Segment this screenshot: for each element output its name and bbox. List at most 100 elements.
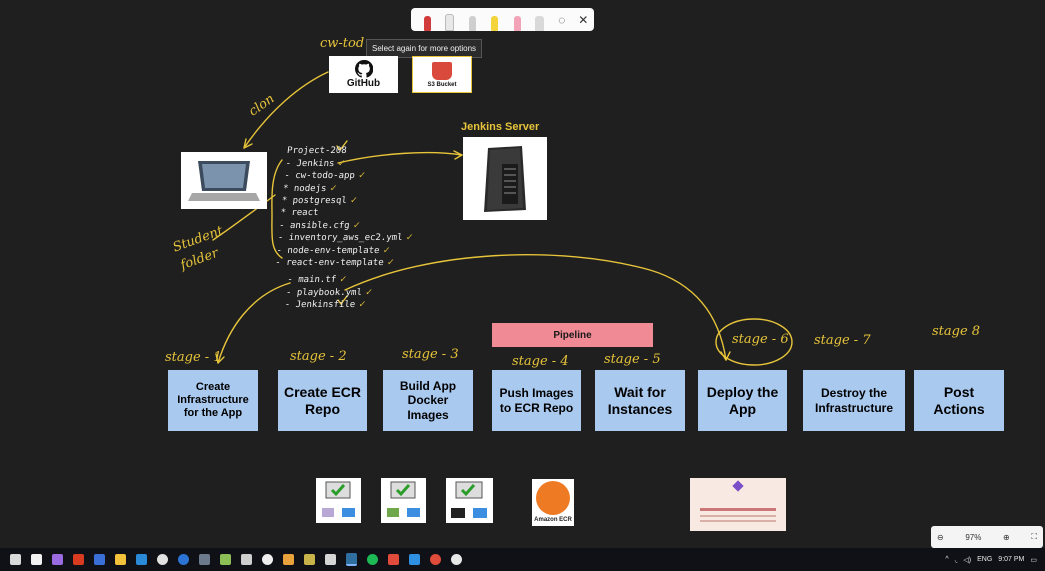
zoom-level: 97% bbox=[965, 532, 982, 542]
stage-label-6: stage - 6 bbox=[732, 332, 789, 347]
yellow-pen-icon[interactable] bbox=[484, 8, 507, 31]
docker-node-icon bbox=[451, 481, 487, 518]
bucket-icon bbox=[432, 61, 452, 80]
whiteboard-canvas[interactable]: ◌ ✕ Select again for more options cw-tod… bbox=[0, 0, 1045, 548]
pen-toolbar: ◌ ✕ bbox=[411, 8, 594, 31]
stage-label-8: stage 8 bbox=[932, 324, 981, 339]
folder-item: - inventory_aws_ec2.yml✓ bbox=[277, 232, 414, 244]
spotify-icon[interactable] bbox=[367, 554, 378, 565]
terminal-icon[interactable] bbox=[304, 554, 315, 565]
chrome-alt-icon[interactable] bbox=[451, 554, 462, 565]
stage-7-box[interactable]: Destroy the Infrastructure bbox=[803, 370, 905, 431]
chrome-icon[interactable] bbox=[157, 554, 168, 565]
laptop-icon bbox=[188, 160, 260, 201]
close-icon[interactable]: ✕ bbox=[578, 12, 589, 27]
todo-app-thumbnail bbox=[690, 478, 786, 531]
whiteboard-active-icon[interactable] bbox=[346, 553, 357, 566]
folder-item: - cw-todo-app✓ bbox=[283, 170, 366, 182]
github-label: GitHub bbox=[346, 78, 381, 89]
folder-item: - Jenkins✓ bbox=[285, 157, 346, 169]
mail-icon[interactable] bbox=[94, 554, 105, 565]
chevron-up-icon[interactable]: ^ bbox=[945, 556, 949, 563]
folder-item: - node-env-template✓ bbox=[275, 244, 391, 256]
docker-thumbnail-1 bbox=[316, 478, 361, 523]
white-pen-icon[interactable] bbox=[439, 8, 462, 31]
github-icon bbox=[354, 60, 373, 78]
whiteboard-icon[interactable] bbox=[325, 554, 336, 565]
folder-item: - react-env-template✓ bbox=[274, 257, 395, 269]
app-icon[interactable] bbox=[178, 554, 189, 565]
red-pen-icon[interactable] bbox=[416, 8, 439, 31]
office-icon[interactable] bbox=[73, 554, 84, 565]
volume-icon[interactable]: ◁) bbox=[963, 556, 972, 564]
system-tray: ^ ◟ ◁) ENG 9:07 PM ▭ bbox=[945, 548, 1045, 571]
git-icon[interactable] bbox=[241, 554, 252, 565]
stage-8-box[interactable]: Post Actions bbox=[914, 370, 1004, 431]
zoom-in-icon[interactable]: ⊕ bbox=[1003, 532, 1010, 542]
stage-label-4: stage - 4 bbox=[512, 354, 569, 369]
stage-3-box[interactable]: Build App Docker Images bbox=[383, 370, 473, 431]
app-logo-icon bbox=[732, 480, 744, 492]
stage-2-box[interactable]: Create ECR Repo bbox=[278, 370, 367, 431]
file-item: - playbook.yml✓ bbox=[285, 286, 373, 298]
docker-thumbnail-2 bbox=[381, 478, 426, 523]
node-icon[interactable] bbox=[283, 554, 294, 565]
virtualbox-icon[interactable] bbox=[199, 554, 210, 565]
language-indicator[interactable]: ENG bbox=[977, 556, 993, 563]
docker-thumbnail-3 bbox=[446, 478, 493, 523]
ecr-icon bbox=[536, 481, 570, 515]
zoom-control: ⊖ 97% ⊕ ⛶ bbox=[931, 526, 1043, 548]
stage-label-5: stage - 5 bbox=[604, 352, 661, 367]
clone-note: clon bbox=[246, 91, 278, 120]
start-icon[interactable] bbox=[10, 554, 21, 565]
fit-screen-icon[interactable]: ⛶ bbox=[1031, 532, 1037, 541]
zoom-out-icon[interactable]: ⊖ bbox=[937, 532, 944, 542]
laptop-image bbox=[181, 152, 267, 209]
pen-app-icon[interactable] bbox=[52, 554, 63, 565]
ecr-label: Amazon ECR bbox=[534, 517, 572, 523]
folder-item: * nodejs✓ bbox=[282, 182, 338, 194]
gray-pen-icon[interactable] bbox=[461, 8, 484, 31]
docker-node-icon bbox=[387, 481, 420, 517]
pdf-icon[interactable] bbox=[388, 554, 399, 565]
taskbar: ^ ◟ ◁) ENG 9:07 PM ▭ bbox=[0, 548, 1045, 571]
ink-strokes bbox=[212, 71, 793, 366]
sublime-icon[interactable] bbox=[262, 554, 273, 565]
cw-todo-note: cw-tod bbox=[320, 36, 365, 51]
stage-label-1: stage - 1 bbox=[165, 350, 222, 365]
s3-label: S3 Bucket bbox=[427, 81, 457, 88]
stage-label-7: stage - 7 bbox=[814, 333, 871, 348]
stage-4-box[interactable]: Push Images to ECR Repo bbox=[492, 370, 581, 431]
ecr-card: Amazon ECR bbox=[532, 479, 574, 526]
folder-item: - ansible.cfg✓ bbox=[278, 219, 361, 231]
jenkins-title: Jenkins Server bbox=[461, 121, 540, 133]
vscode-icon[interactable] bbox=[136, 554, 147, 565]
stage-label-2: stage - 2 bbox=[290, 349, 347, 364]
github-card[interactable]: GitHub bbox=[329, 56, 398, 93]
word-icon[interactable] bbox=[430, 554, 441, 565]
notification-icon[interactable]: ▭ bbox=[1030, 556, 1037, 564]
notepad-icon[interactable] bbox=[220, 554, 231, 565]
pink-highlighter-icon[interactable] bbox=[506, 8, 529, 31]
server-icon bbox=[484, 145, 526, 212]
project-folder-list: Project-208 - Jenkins✓ - cw-todo-app✓ * … bbox=[274, 146, 422, 270]
folder-item: Project-208 bbox=[286, 146, 348, 156]
files-icon[interactable] bbox=[31, 554, 42, 565]
folder-item: * react bbox=[279, 207, 319, 218]
lasso-icon[interactable]: ◌ bbox=[558, 12, 566, 27]
pipeline-banner: Pipeline bbox=[492, 323, 653, 347]
file-item: - Jenkinsfile✓ bbox=[284, 299, 366, 311]
stage-5-box[interactable]: Wait for Instances bbox=[595, 370, 685, 431]
pipeline-files-list: - main.tf✓ - playbook.yml✓ - Jenkinsfile… bbox=[284, 274, 374, 312]
eraser-icon[interactable] bbox=[529, 8, 552, 31]
stage-6-box[interactable]: Deploy the App bbox=[698, 370, 787, 431]
docker-node-icon bbox=[322, 481, 355, 517]
s3-card[interactable]: S3 Bucket bbox=[412, 56, 472, 93]
network-icon[interactable]: ◟ bbox=[954, 556, 958, 564]
stage-1-box[interactable]: Create Infrastructure for the App bbox=[168, 370, 258, 431]
explorer-icon[interactable] bbox=[115, 554, 126, 565]
settings-icon[interactable] bbox=[409, 554, 420, 565]
folder-item: * postgresql✓ bbox=[281, 195, 358, 207]
file-item: - main.tf✓ bbox=[286, 274, 347, 285]
clock[interactable]: 9:07 PM bbox=[998, 556, 1025, 563]
